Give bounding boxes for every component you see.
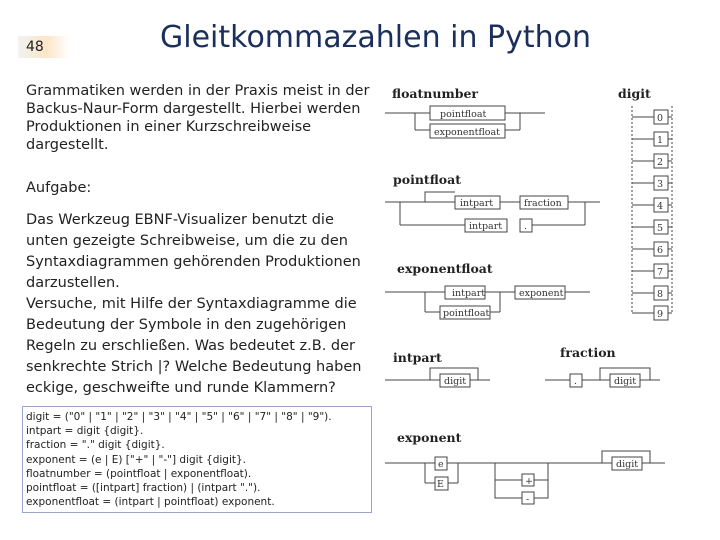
slide-number: 48 [18, 36, 70, 58]
grammar-box: digit = ("0" | "1" | "2" | "3" | "4" | "… [22, 406, 372, 514]
grammar-line-floatnumber: floatnumber = (pointfloat | exponentfloa… [26, 467, 252, 480]
digit-0: 0 [632, 109, 672, 125]
floatnumber-label: floatnumber [392, 86, 478, 101]
grammar-line-exponent: exponent = (e | E) ["+" | "-"] digit {di… [26, 453, 247, 466]
exponentfloat-exponent-text: exponent [519, 288, 564, 299]
digit-4-text: 4 [657, 201, 663, 212]
page-title: Gleitkommazahlen in Python [160, 20, 591, 55]
grammar-line-exponentfloat: exponentfloat = (intpart | pointfloat) e… [26, 496, 275, 509]
digit-0-text: 0 [657, 113, 663, 124]
task-paragraph-1: Das Werkzeug EBNF-Visualizer benutzt die… [26, 212, 361, 291]
intpart-label: intpart [393, 350, 442, 365]
digit-label: digit [618, 86, 651, 101]
digit-9-text: 9 [657, 309, 663, 320]
digit-8-text: 8 [657, 289, 663, 300]
floatnumber-pointfloat-text: pointfloat [440, 109, 486, 120]
digit-3-text: 3 [657, 179, 663, 190]
digit-2-text: 2 [657, 157, 663, 168]
exponent-digit-text: digit [616, 459, 638, 470]
exponent-e-text: e [438, 459, 444, 470]
digit-2: 2 [632, 153, 672, 169]
digit-5: 5 [632, 219, 672, 235]
floatnumber-exponentfloat-box [429, 123, 506, 139]
digit-diagram: digit 0 1 2 3 4 [618, 86, 673, 321]
fraction-dot-text: . [574, 376, 577, 387]
digit-1: 1 [632, 131, 672, 147]
exponent-E-text: E [437, 479, 444, 490]
grammar-line-digit: digit = ("0" | "1" | "2" | "3" | "4" | "… [26, 411, 332, 423]
digit-6: 6 [632, 241, 672, 257]
exponent-label: exponent [397, 430, 462, 445]
exponent-plus-text: + [525, 476, 533, 487]
digit-8: 8 [632, 285, 672, 301]
pointfloat-fraction-text: fraction [524, 198, 562, 209]
digit-7-text: 7 [657, 267, 663, 278]
intpart-digit-text: digit [444, 376, 466, 387]
digit-5-text: 5 [657, 223, 663, 234]
floatnumber-exponentfloat-text: exponentfloat [434, 127, 500, 138]
fraction-diagram: fraction . digit [545, 345, 660, 388]
grammar-line-fraction: fraction = "." digit {digit}. [26, 439, 165, 452]
pointfloat-intpart2-box [464, 218, 508, 233]
intpart-diagram: intpart digit [385, 350, 490, 388]
grammar-line-intpart: intpart = digit {digit}. [26, 425, 144, 438]
pointfloat-dot-text: . [524, 221, 527, 232]
floatnumber-diagram: floatnumber pointfloat exponentfloat [385, 86, 545, 139]
grammar-line-pointfloat: pointfloat = ([intpart] fraction) | (int… [26, 482, 261, 495]
fraction-digit-text: digit [614, 376, 636, 387]
intro-paragraph: Grammatiken werden in der Praxis meist i… [26, 83, 370, 153]
exponentfloat-pointfloat-text: pointfloat [443, 308, 489, 319]
task-heading: Aufgabe: [26, 180, 92, 196]
pointfloat-intpart-text: intpart [460, 198, 493, 209]
exponent-minus-text: - [526, 494, 529, 505]
pointfloat-intpart2-text: intpart [469, 221, 502, 232]
digit-3: 3 [632, 175, 672, 191]
digit-6-text: 6 [657, 245, 663, 256]
exponentfloat-label: exponentfloat [397, 261, 493, 276]
digit-4: 4 [632, 197, 672, 213]
pointfloat-diagram: pointfloat intpart fraction intpart . [385, 172, 600, 233]
digit-9: 9 [632, 305, 672, 321]
digit-1-text: 1 [657, 135, 663, 146]
exponentfloat-intpart-text: intpart [452, 288, 485, 299]
pointfloat-label: pointfloat [393, 172, 461, 187]
task-paragraph-2: Versuche, mit Hilfe der Syntaxdiagramme … [26, 296, 362, 396]
syntax-diagrams: floatnumber pointfloat exponentfloat poi… [385, 86, 673, 505]
exponentfloat-diagram: exponentfloat intpart pointfloat exponen… [385, 261, 590, 320]
fraction-label: fraction [560, 345, 616, 360]
digit-7: 7 [632, 263, 672, 279]
exponent-diagram: exponent e E + - digit [385, 430, 665, 505]
